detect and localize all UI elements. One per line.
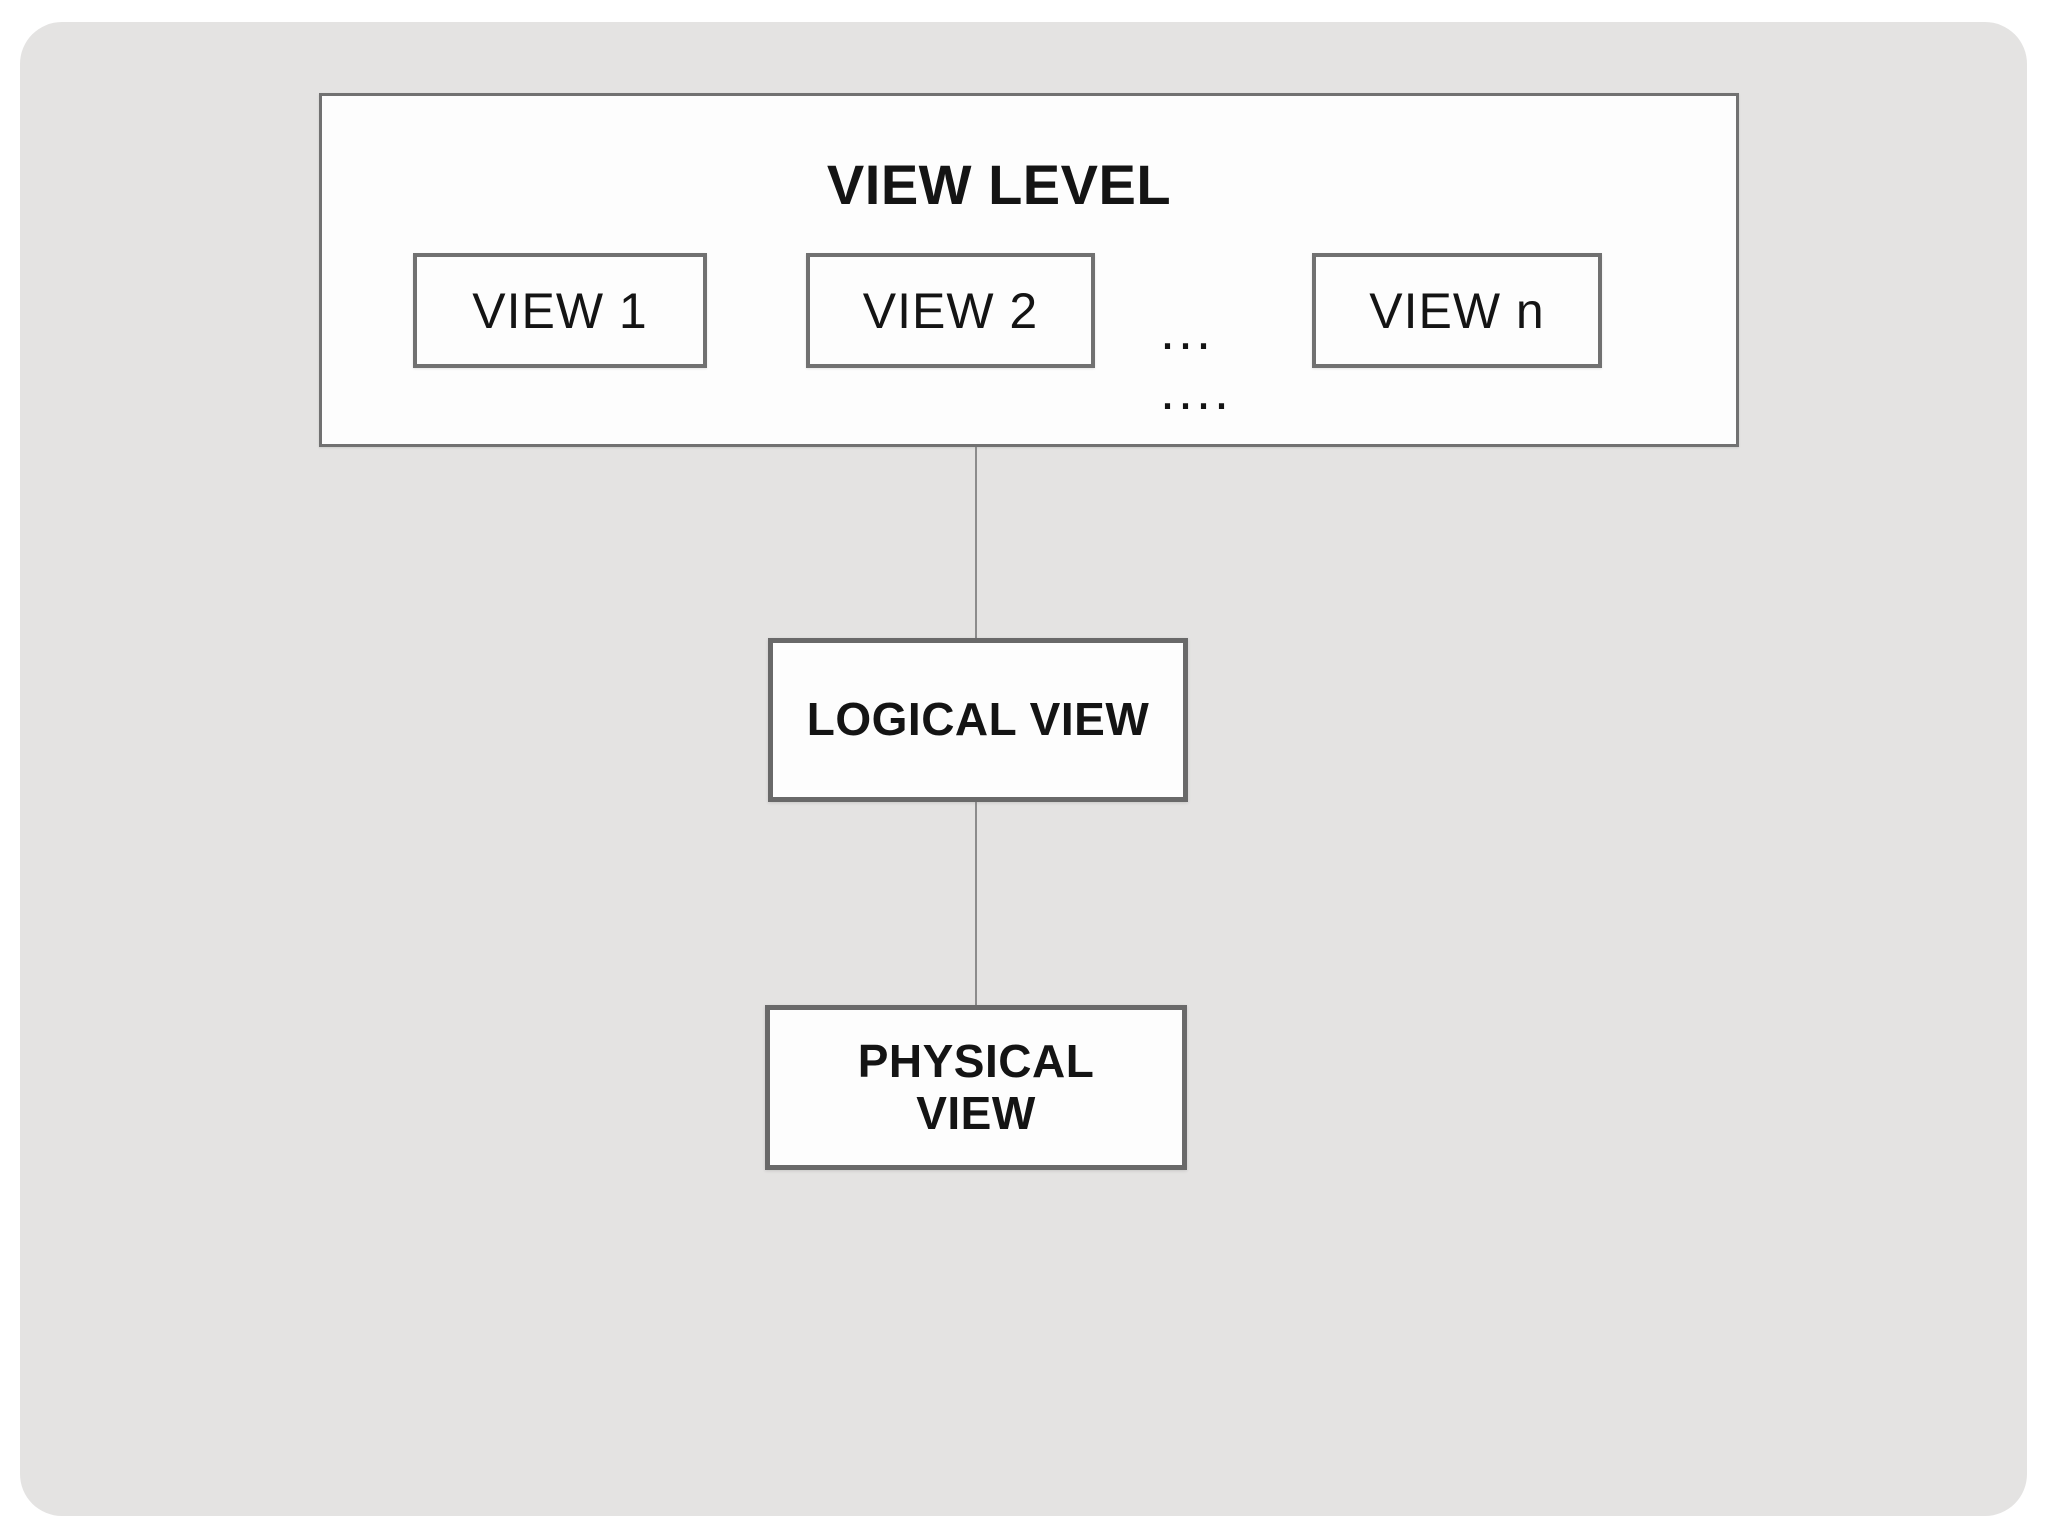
connector-line-view-to-logical <box>975 447 977 638</box>
view-box-1: VIEW 1 <box>413 253 707 368</box>
ellipsis-between-views: ... <box>1160 301 1215 361</box>
view-box-n: VIEW n <box>1312 253 1602 368</box>
logical-view-box: LOGICAL VIEW <box>768 638 1188 802</box>
view-box-2: VIEW 2 <box>806 253 1095 368</box>
view-box-n-label: VIEW n <box>1369 282 1545 339</box>
ellipsis-below-views: .... <box>1160 361 1233 421</box>
view-level-title: VIEW LEVEL <box>826 153 1172 216</box>
view-box-1-label: VIEW 1 <box>472 282 648 339</box>
logical-view-label: LOGICAL VIEW <box>806 693 1150 746</box>
view-level-box: VIEW LEVEL VIEW 1 VIEW 2 ... .... VIEW n <box>319 93 1739 447</box>
connector-line-logical-to-physical <box>975 802 977 1006</box>
physical-view-label: PHYSICAL VIEW <box>857 1034 1095 1139</box>
view-box-2-label: VIEW 2 <box>862 282 1039 339</box>
physical-view-box: PHYSICAL VIEW <box>765 1005 1187 1170</box>
